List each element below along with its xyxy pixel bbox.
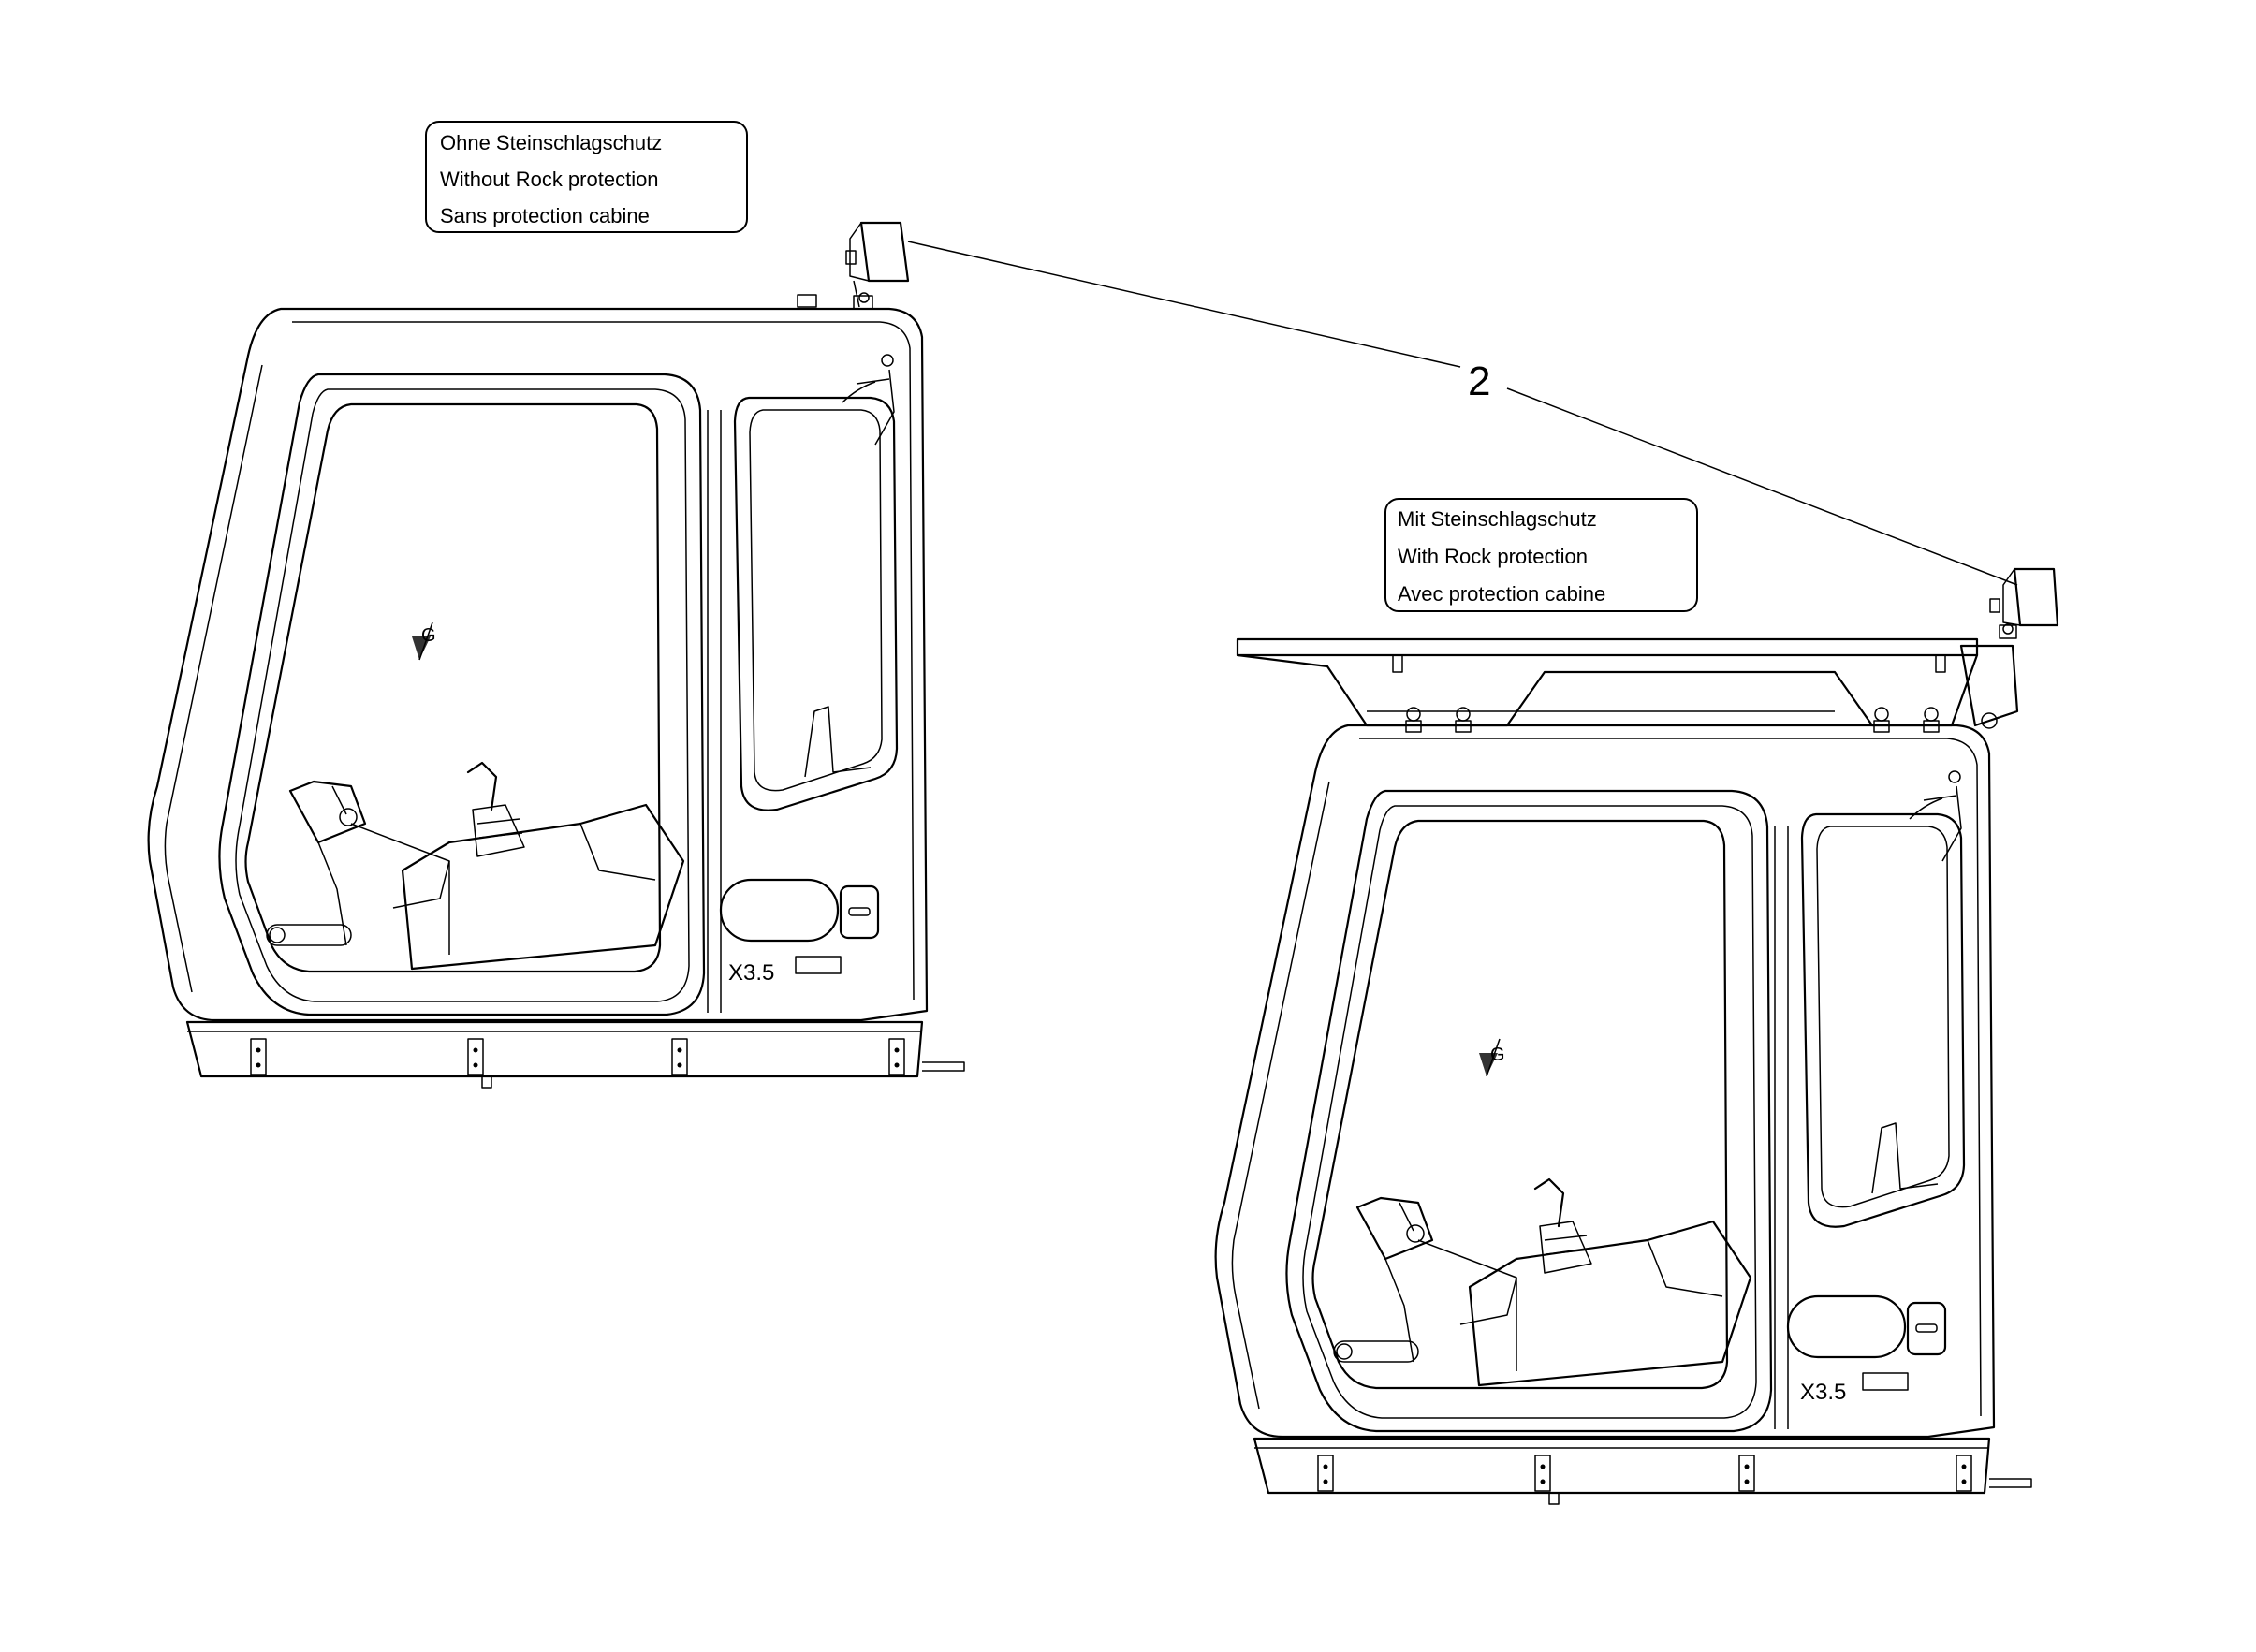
- cab-without-rock-protection: [147, 307, 966, 1089]
- rock-protection-guard: [1236, 637, 2019, 733]
- callout-leader-right: [1506, 387, 2018, 586]
- view-label-left: G: [421, 625, 436, 646]
- label-without-de: Ohne Steinschlagschutz: [440, 131, 662, 154]
- label-without-en: Without Rock protection: [440, 168, 659, 191]
- work-lamp-icon: [797, 221, 910, 310]
- callout-number: 2: [1468, 358, 1490, 404]
- connector-label-right: X3.5: [1800, 1380, 1846, 1405]
- work-lamp-icon: [1989, 567, 2059, 639]
- callout-leader-left: [907, 241, 1461, 368]
- view-label-right: G: [1490, 1045, 1505, 1065]
- cab-with-rock-protection: [1214, 724, 2033, 1506]
- label-with-en: With Rock protection: [1398, 545, 1588, 568]
- connector-label-left: X3.5: [728, 960, 774, 986]
- label-box-with: Mit Steinschlagschutz With Rock protecti…: [1384, 498, 1698, 612]
- label-with-fr: Avec protection cabine: [1398, 582, 1605, 606]
- label-box-without: Ohne Steinschlagschutz Without Rock prot…: [425, 121, 748, 233]
- label-with-de: Mit Steinschlagschutz: [1398, 507, 1597, 531]
- label-without-fr: Sans protection cabine: [440, 204, 650, 227]
